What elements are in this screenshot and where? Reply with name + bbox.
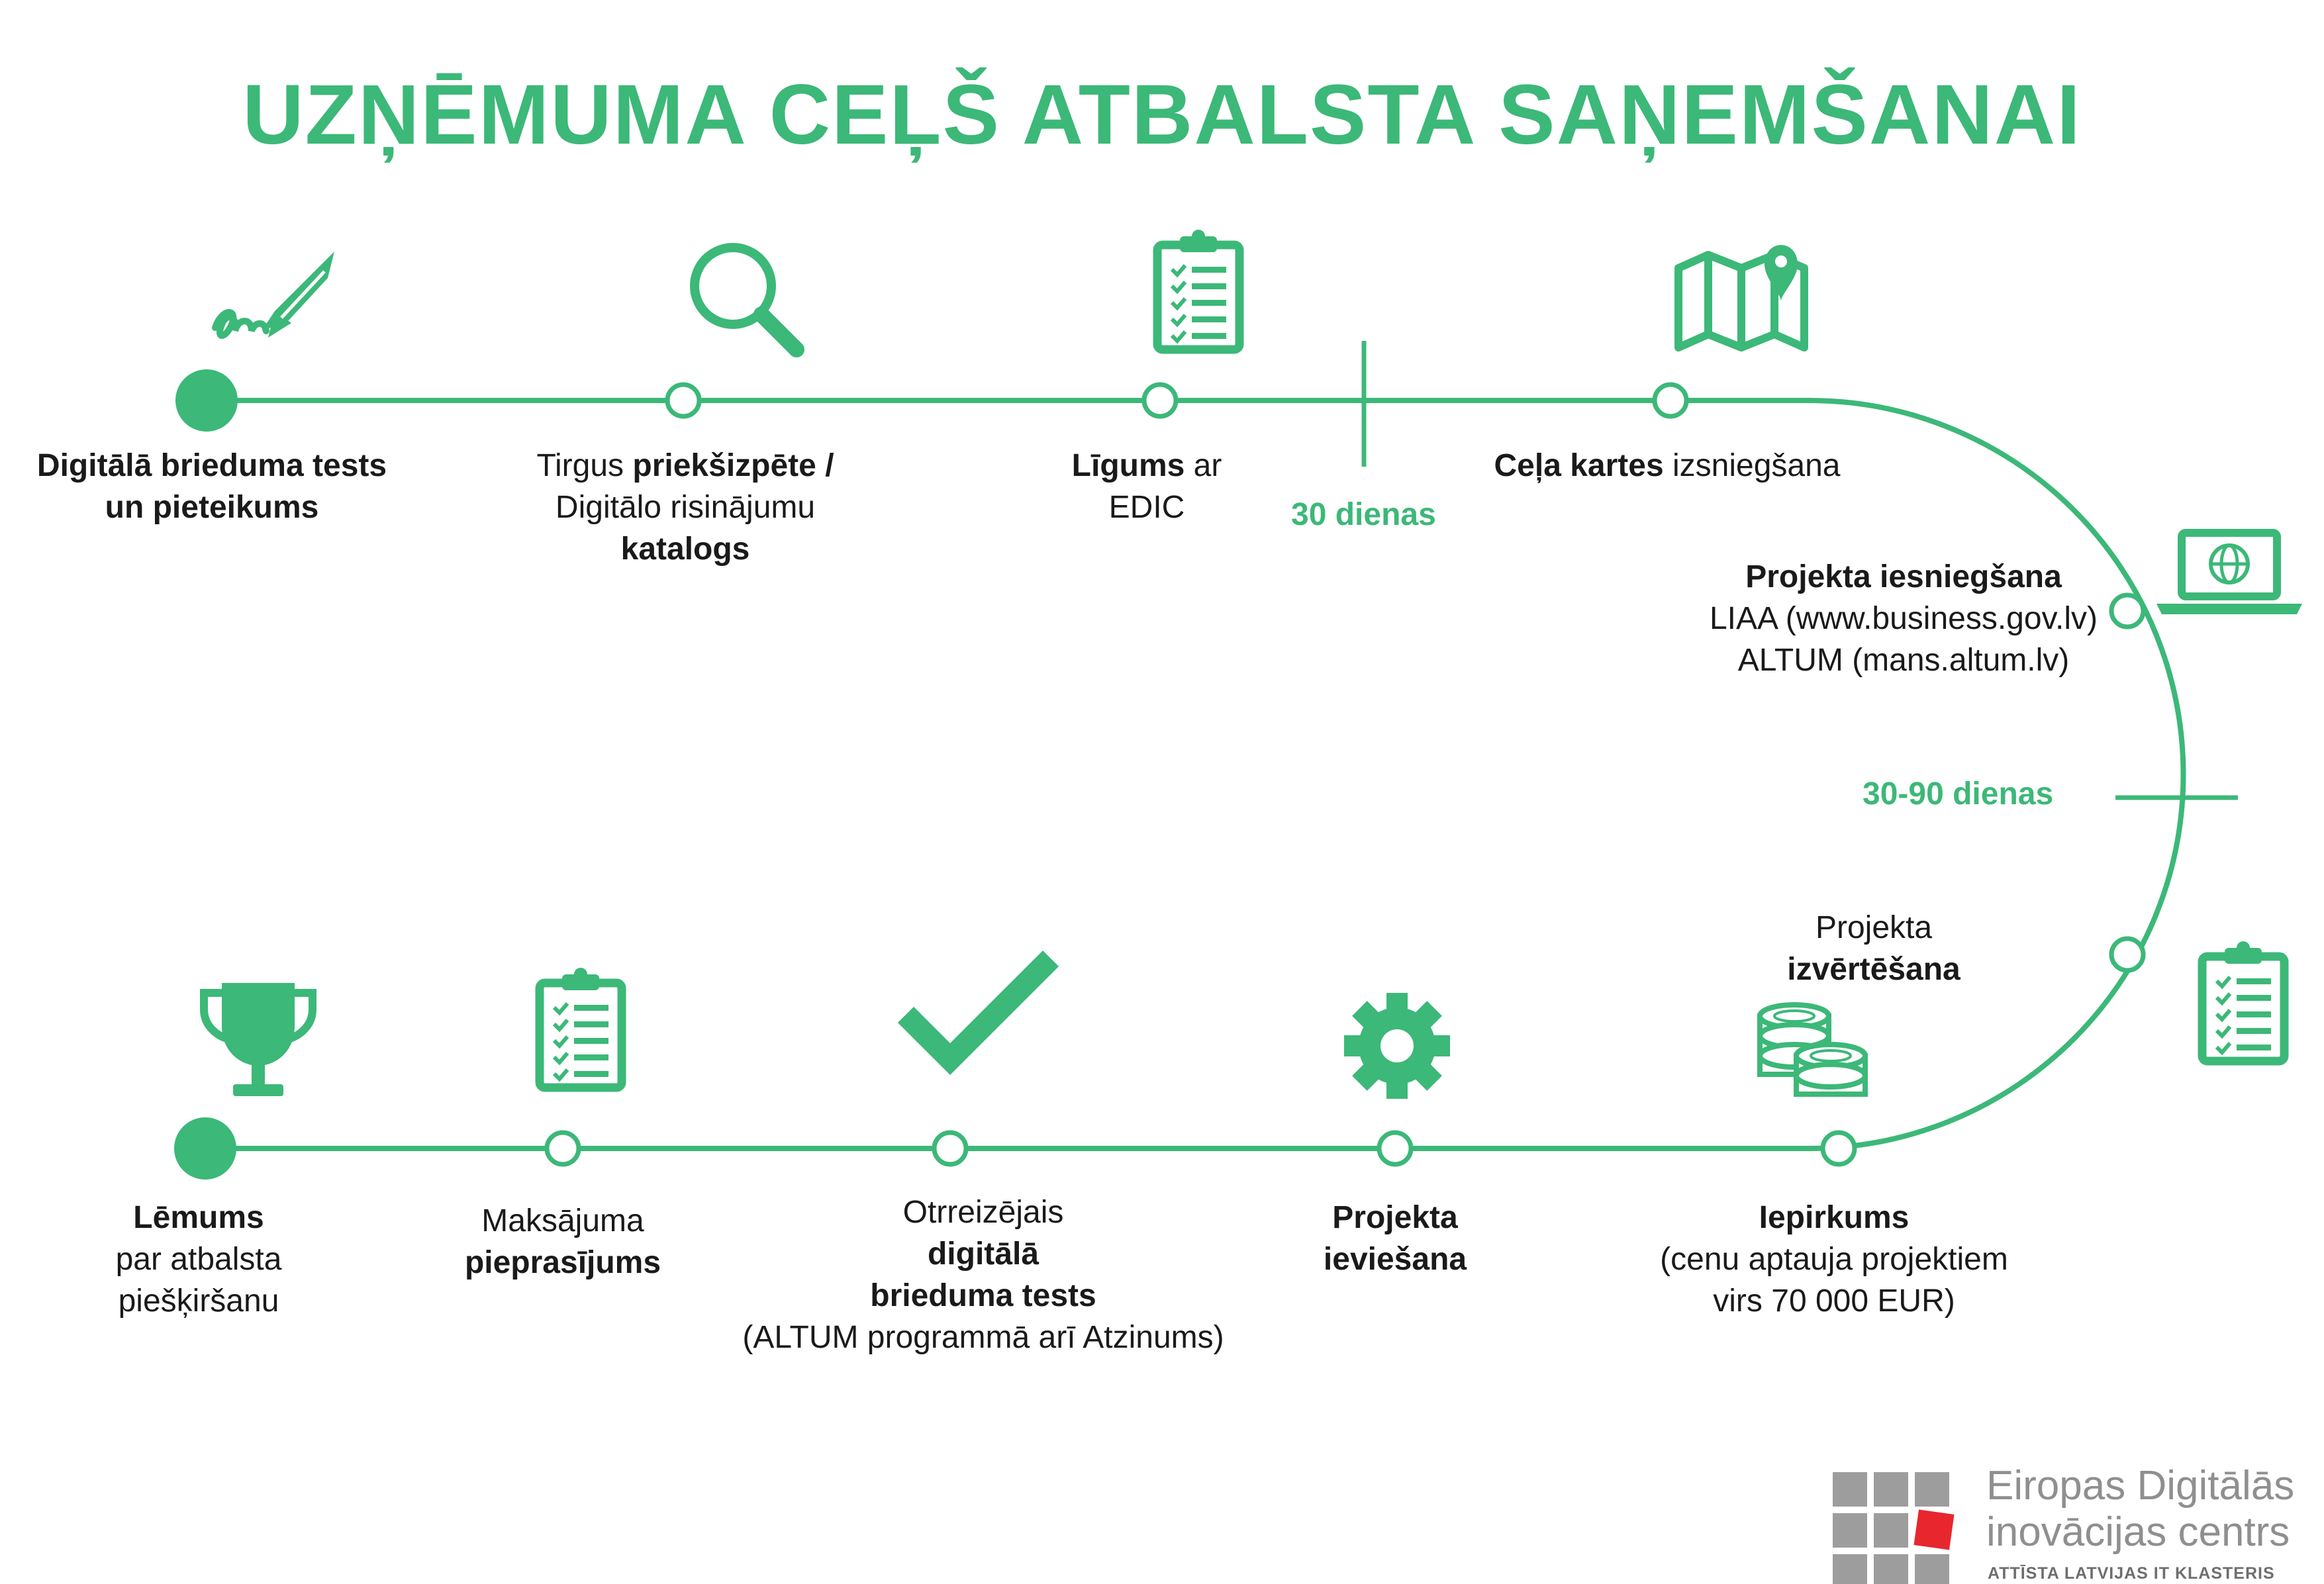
clipboard-checklist-icon bbox=[1153, 230, 1244, 354]
coins-stack-icon bbox=[1757, 1002, 1868, 1097]
step-node bbox=[932, 1130, 969, 1167]
logo-title-line1: Eiropas Digitālās bbox=[1986, 1463, 2295, 1509]
page-title: UZŅĒMUMA CEĻŠ ATBALSTA SAŅEMŠANAI bbox=[242, 68, 2082, 162]
timeline-track bbox=[209, 397, 2186, 1151]
step-node bbox=[665, 382, 702, 419]
milestone-node bbox=[174, 1117, 236, 1180]
step-node bbox=[544, 1130, 581, 1167]
step-label: Ceļa kartes izsniegšana bbox=[1494, 448, 1841, 483]
signature-pen-icon bbox=[212, 252, 334, 339]
gear-icon bbox=[1344, 993, 1450, 1099]
magnifier-icon bbox=[690, 243, 804, 357]
duration-label-second: 30-90 dienas bbox=[1863, 776, 2054, 812]
logo-tagline: ATTĪSTA LATVIJAS IT KLASTERIS bbox=[1988, 1564, 2275, 1583]
duration-label-first: 30 dienas bbox=[1291, 497, 1436, 532]
logo-grid-icon bbox=[1833, 1472, 1955, 1584]
step-node bbox=[1820, 1130, 1857, 1167]
laptop-globe-icon bbox=[2156, 529, 2302, 614]
clipboard-checklist-icon bbox=[2198, 941, 2289, 1066]
logo-title-line2: inovācijas centrs bbox=[1986, 1509, 2290, 1555]
step-node bbox=[1377, 1130, 1414, 1167]
trophy-icon bbox=[200, 983, 316, 1096]
clipboard-checklist-icon bbox=[535, 968, 626, 1092]
step-label: Tirgus priekšizpēte /Digitālo risinājumu… bbox=[536, 448, 834, 567]
checkmark-icon bbox=[897, 950, 1059, 1076]
milestone-node bbox=[175, 369, 238, 432]
step-node bbox=[1652, 382, 1689, 419]
map-pin-icon bbox=[1674, 245, 1808, 351]
step-node bbox=[2109, 592, 2146, 629]
step-node bbox=[1141, 382, 1179, 419]
step-node bbox=[2109, 936, 2146, 973]
